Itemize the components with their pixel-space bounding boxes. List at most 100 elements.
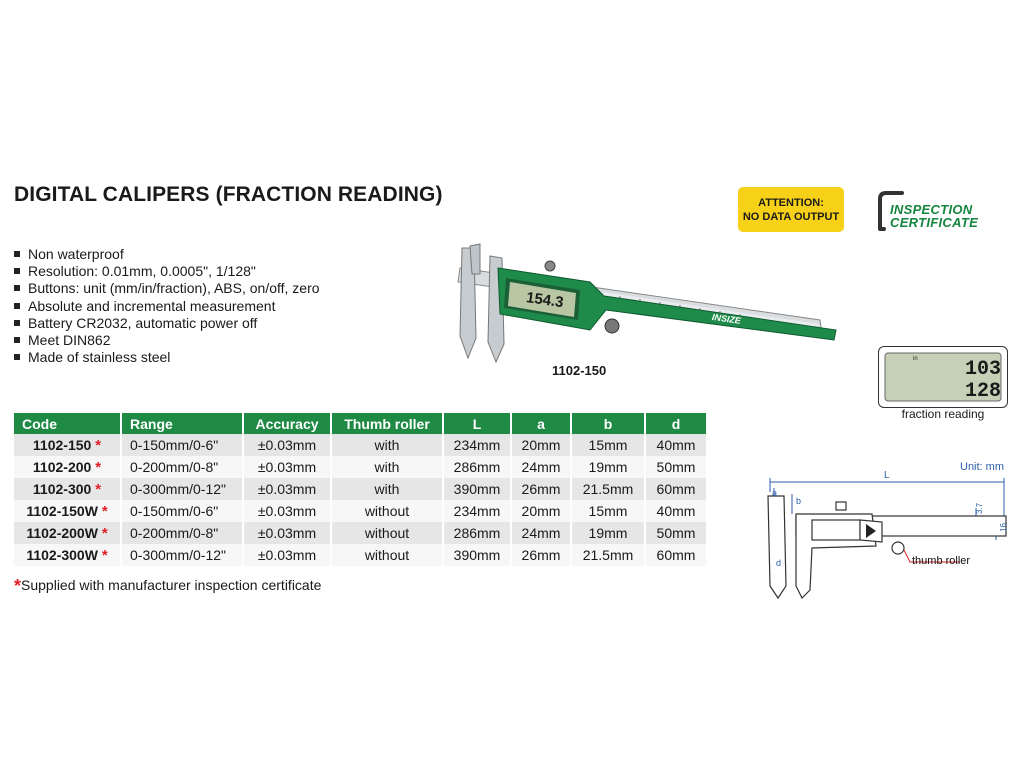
cell-accuracy: ±0.03mm	[243, 434, 332, 456]
dim-L-label: L	[884, 470, 890, 481]
cell-d: 50mm	[645, 456, 708, 478]
feature-list: Non waterproof Resolution: 0.01mm, 0.000…	[14, 246, 320, 366]
col-b: b	[571, 413, 646, 434]
thumb-roller-label: thumb roller	[912, 555, 971, 567]
table-row: 1102-150 * 0-150mm/0-6" ±0.03mm with 234…	[14, 434, 708, 456]
table-row: 1102-300W * 0-300mm/0-12" ±0.03mm withou…	[14, 544, 708, 566]
feature-item: Absolute and incremental measurement	[14, 298, 320, 315]
cell-b: 21.5mm	[571, 478, 646, 500]
asterisk-icon: *	[95, 458, 102, 476]
brand-label: INSIZE	[711, 312, 742, 326]
cell-a: 26mm	[511, 544, 572, 566]
col-thumb-roller: Thumb roller	[331, 413, 444, 434]
cell-range: 0-300mm/0-12"	[121, 544, 244, 566]
model-label: 1102-150	[552, 363, 607, 378]
feature-item: Meet DIN862	[14, 332, 320, 349]
cell-d: 60mm	[645, 544, 708, 566]
certificate-line2: CERTIFICATE	[890, 215, 979, 230]
caliper-display-reading: 154.3	[525, 289, 565, 311]
col-code: Code	[14, 413, 122, 434]
asterisk-icon: *	[14, 576, 22, 596]
cell-d: 40mm	[645, 500, 708, 522]
table-row: 1102-200 * 0-200mm/0-8" ±0.03mm with 286…	[14, 456, 708, 478]
asterisk-icon: *	[101, 546, 108, 564]
cell-code: 1102-150W *	[14, 500, 122, 522]
cell-L: 390mm	[443, 544, 512, 566]
bullet-icon	[14, 302, 20, 309]
cell-L: 286mm	[443, 456, 512, 478]
feature-item: Resolution: 0.01mm, 0.0005", 1/128"	[14, 263, 320, 280]
cell-thumb: with	[331, 456, 444, 478]
bullet-icon	[14, 354, 20, 361]
table-header-row: Code Range Accuracy Thumb roller L a b d	[14, 413, 708, 434]
caliper-image: 154.3 INSIZE	[457, 243, 837, 364]
cell-code: 1102-150 *	[14, 434, 122, 456]
col-a: a	[511, 413, 572, 434]
cell-thumb: without	[331, 500, 444, 522]
certificate-frame-icon	[878, 191, 904, 231]
lcd-screen-icon: in 103 128	[884, 352, 1002, 403]
table-row: 1102-150W * 0-150mm/0-6" ±0.03mm without…	[14, 500, 708, 522]
cell-a: 20mm	[511, 500, 572, 522]
feature-item: Non waterproof	[14, 246, 320, 263]
cell-range: 0-150mm/0-6"	[121, 434, 244, 456]
cell-b: 15mm	[571, 500, 646, 522]
cell-d: 40mm	[645, 434, 708, 456]
inspection-certificate-logo: INSPECTION CERTIFICATE	[872, 187, 1012, 235]
page-title: DIGITAL CALIPERS (FRACTION READING)	[14, 183, 443, 206]
asterisk-icon: *	[101, 502, 108, 520]
cell-b: 21.5mm	[571, 544, 646, 566]
cell-code: 1102-300W *	[14, 544, 122, 566]
cell-thumb: without	[331, 522, 444, 544]
cell-L: 234mm	[443, 500, 512, 522]
fraction-lcd: in 103 128	[878, 346, 1008, 408]
cell-accuracy: ±0.03mm	[243, 522, 332, 544]
cell-range: 0-150mm/0-6"	[121, 500, 244, 522]
feature-item: Buttons: unit (mm/in/fraction), ABS, on/…	[14, 280, 320, 297]
cell-thumb: with	[331, 478, 444, 500]
cell-accuracy: ±0.03mm	[243, 544, 332, 566]
dim-d-label: d	[776, 558, 781, 568]
bullet-icon	[14, 268, 20, 275]
attention-line1: ATTENTION:	[758, 196, 824, 209]
feature-item: Battery CR2032, automatic power off	[14, 315, 320, 332]
cell-L: 234mm	[443, 434, 512, 456]
footnote-text: Supplied with manufacturer inspection ce…	[21, 577, 322, 593]
table-row: 1102-300 * 0-300mm/0-12" ±0.03mm with 39…	[14, 478, 708, 500]
dim-b-label: b	[796, 496, 801, 506]
asterisk-icon: *	[95, 480, 102, 498]
cell-L: 286mm	[443, 522, 512, 544]
lcd-caption: fraction reading	[901, 407, 985, 421]
col-L: L	[443, 413, 512, 434]
cell-d: 50mm	[645, 522, 708, 544]
cell-range: 0-200mm/0-8"	[121, 522, 244, 544]
cell-a: 24mm	[511, 456, 572, 478]
attention-badge: ATTENTION: NO DATA OUTPUT	[738, 187, 844, 232]
attention-line2: NO DATA OUTPUT	[742, 210, 840, 223]
spec-table: Code Range Accuracy Thumb roller L a b d…	[14, 413, 708, 566]
bullet-icon	[14, 337, 20, 344]
cell-accuracy: ±0.03mm	[243, 500, 332, 522]
col-d: d	[645, 413, 708, 434]
feature-item: Made of stainless steel	[14, 349, 320, 366]
dim-a-label: a	[772, 488, 777, 498]
unit-label: Unit: mm	[960, 461, 1004, 473]
cell-a: 24mm	[511, 522, 572, 544]
cell-accuracy: ±0.03mm	[243, 478, 332, 500]
bullet-icon	[14, 285, 20, 292]
cell-code: 1102-300 *	[14, 478, 122, 500]
cell-L: 390mm	[443, 478, 512, 500]
cell-code: 1102-200W *	[14, 522, 122, 544]
cell-range: 0-300mm/0-12"	[121, 478, 244, 500]
cell-accuracy: ±0.03mm	[243, 456, 332, 478]
lcd-flag: in	[913, 356, 918, 362]
cell-thumb: with	[331, 434, 444, 456]
cell-a: 20mm	[511, 434, 572, 456]
certificate-line1: INSPECTION	[890, 202, 973, 217]
cell-thumb: without	[331, 544, 444, 566]
cell-range: 0-200mm/0-8"	[121, 456, 244, 478]
lcd-top-value: 103	[965, 358, 1001, 381]
bullet-icon	[14, 251, 20, 257]
asterisk-icon: *	[95, 436, 102, 454]
table-row: 1102-200W * 0-200mm/0-8" ±0.03mm without…	[14, 522, 708, 544]
